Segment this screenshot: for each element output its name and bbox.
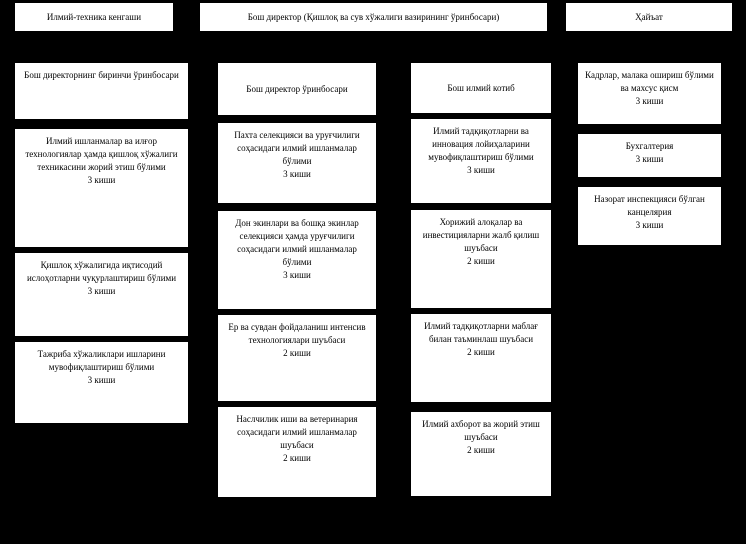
node-dept-research-funding[interactable]: Илмий тадқиқотларни маблағ билан таъминл… [410,313,552,403]
node-dept-cotton-selection[interactable]: Пахта селекцияси ва уруғчилиги соҳасидаг… [217,122,377,204]
node-dept-land-water-tech[interactable]: Ер ва сувдан фойдаланиш интенсив техноло… [217,314,377,402]
node-staff-count: 3 киши [467,165,495,175]
node-staff-count: 2 киши [467,445,495,455]
node-staff-count: 3 киши [635,220,664,230]
node-label: Назорат инспекцияси бўлган канцелярия [594,194,705,217]
node-dept-personnel-training[interactable]: Кадрлар, малака ошириш бўлими ва махсус … [577,62,722,125]
node-dept-grain-selection[interactable]: Дон экинлари ва бошқа экинлар селекцияси… [217,210,377,310]
node-dept-economic-reforms[interactable]: Қишлоқ хўжалигида иқтисодий ислоҳотларни… [14,252,189,337]
node-staff-count: 2 киши [283,453,311,463]
node-label: Илмий тадқиқотларни ва инновация лойиҳал… [428,126,534,162]
node-staff-count: 2 киши [467,256,495,266]
node-dept-research-innovation-coordination[interactable]: Илмий тадқиқотларни ва инновация лойиҳал… [410,118,552,204]
node-staff-count: 3 киши [87,286,116,296]
node-label: Наслчилик иши ва ветеринария соҳасидаги … [236,414,358,450]
node-staff-count: 3 киши [635,154,664,164]
node-dept-scientific-information[interactable]: Илмий ахборот ва жорий этиш шуъбаси 2 ки… [410,411,552,497]
node-label: Тажриба хўжаликлари ишларини мувофиқлашт… [37,349,166,372]
node-label: Бош илмий котиб [447,82,515,93]
node-dept-chancellery-inspection[interactable]: Назорат инспекцияси бўлган канцелярия 3 … [577,186,722,246]
node-label: Илмий-техника кенгаши [46,11,142,22]
node-dept-livestock-veterinary[interactable]: Наслчилик иши ва ветеринария соҳасидаги … [217,406,377,498]
node-label: Қишлоқ хўжалигида иқтисодий ислоҳотларни… [26,260,177,283]
node-dept-research-advanced-tech[interactable]: Илмий ишланмалар ва илғор технологиялар … [14,128,189,248]
node-label: Илмий тадқиқотларни маблағ билан таъминл… [424,321,538,344]
node-chief-scientific-secretary[interactable]: Бош илмий котиб [410,62,552,114]
node-label: Бухгалтерия [625,141,674,151]
node-label: Илмий ишланмалар ва илғор технологиялар … [25,136,178,172]
node-first-deputy-director[interactable]: Бош директорнинг биринчи ўринбосари [14,62,189,120]
node-label: Дон экинлари ва бошқа экинлар селекцияси… [235,218,359,267]
node-staff-count: 2 киши [283,348,311,358]
node-dept-foreign-relations-investments[interactable]: Хорижий алоқалар ва инвестицияларни жалб… [410,209,552,309]
node-general-director[interactable]: Бош директор (Қишлоқ ва сув хўжалиги ваз… [199,2,548,32]
node-staff-count: 3 киши [635,96,664,106]
node-dept-experimental-farms[interactable]: Тажриба хўжаликлари ишларини мувофиқлашт… [14,341,189,424]
node-label: Ер ва сувдан фойдаланиш интенсив техноло… [228,322,366,345]
node-label: Ҳайъат [635,11,663,22]
node-label: Пахта селекцияси ва уруғчилиги соҳасидаг… [234,130,360,166]
node-staff-count: 3 киши [87,375,116,385]
node-board[interactable]: Ҳайъат [565,2,733,32]
node-label: Илмий ахборот ва жорий этиш шуъбаси [422,419,540,442]
node-label: Бош директор ўринбосари [246,83,348,94]
node-label: Кадрлар, малака ошириш бўлими ва махсус … [585,70,714,93]
node-staff-count: 2 киши [467,347,495,357]
node-staff-count: 3 киши [283,169,311,179]
node-label: Хорижий алоқалар ва инвестицияларни жалб… [422,217,540,253]
node-staff-count: 3 киши [283,270,311,280]
node-dept-accounting[interactable]: Бухгалтерия 3 киши [577,133,722,178]
node-deputy-director[interactable]: Бош директор ўринбосари [217,62,377,116]
node-scientific-technical-council[interactable]: Илмий-техника кенгаши [14,2,174,32]
node-staff-count: 3 киши [87,175,116,185]
node-label: Бош директорнинг биринчи ўринбосари [24,70,179,80]
node-label: Бош директор (Қишлоқ ва сув хўжалиги ваз… [247,11,500,22]
